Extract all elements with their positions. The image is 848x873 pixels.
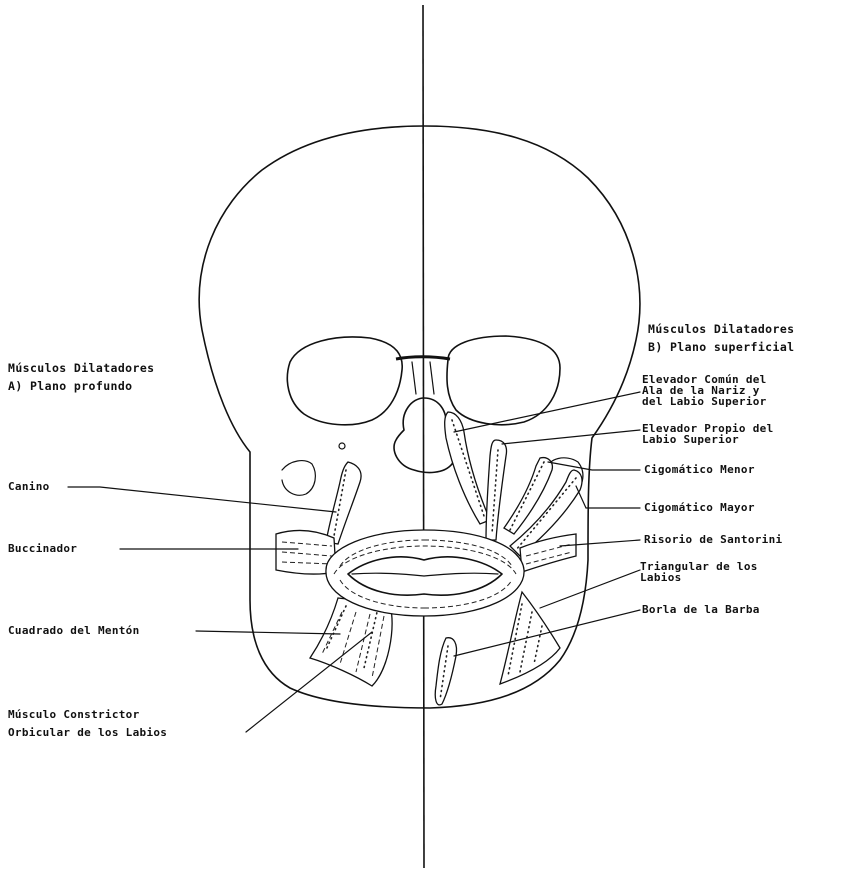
left-header-line1: Músculos Dilatadores: [8, 361, 154, 375]
borla-barba-muscle: [435, 638, 456, 705]
label-risorio: Risorio de Santorini: [644, 533, 783, 546]
left-cheek-contour: [282, 461, 315, 496]
leader-cuadrado: [196, 631, 340, 634]
label-canino: Canino: [8, 480, 50, 493]
midline: [423, 5, 424, 868]
elevador-propio-muscle: [486, 440, 507, 540]
label-cigomatico-mayor: Cigomático Mayor: [644, 501, 755, 514]
label-constrictor-line2: Orbicular de los Labios: [8, 726, 167, 739]
leader-elevador-propio: [502, 430, 640, 444]
label-buccinador: Buccinador: [8, 542, 77, 555]
label-borla: Borla de la Barba: [642, 603, 760, 616]
leader-triangular: [540, 570, 640, 608]
label-cuadrado: Cuadrado del Mentón: [8, 624, 140, 637]
label-elevador-comun-line3: del Labio Superior: [642, 395, 767, 408]
leader-canino: [68, 487, 336, 512]
leader-elevador-comun: [454, 392, 640, 432]
left-orbit: [287, 337, 402, 425]
label-constrictor-line1: Músculo Constrictor: [8, 708, 140, 721]
label-cigomatico-menor: Cigomático Menor: [644, 463, 755, 476]
foramen: [339, 443, 345, 449]
leader-constrictor: [246, 632, 372, 732]
label-elevador-propio-line2: Labio Superior: [642, 433, 739, 446]
left-header-line2: A) Plano profundo: [8, 379, 133, 393]
leader-cigomatico-mayor: [576, 486, 640, 508]
right-header-line2: B) Plano superficial: [648, 340, 794, 354]
label-triangular-line2: Labios: [640, 571, 682, 584]
skull-outline: [199, 126, 640, 708]
orbicular-labios-muscle: [326, 530, 524, 616]
right-orbit: [447, 336, 560, 425]
leader-cigomatico-menor: [548, 462, 640, 470]
canino-muscle: [326, 462, 361, 544]
right-header-line1: Músculos Dilatadores: [648, 322, 794, 336]
